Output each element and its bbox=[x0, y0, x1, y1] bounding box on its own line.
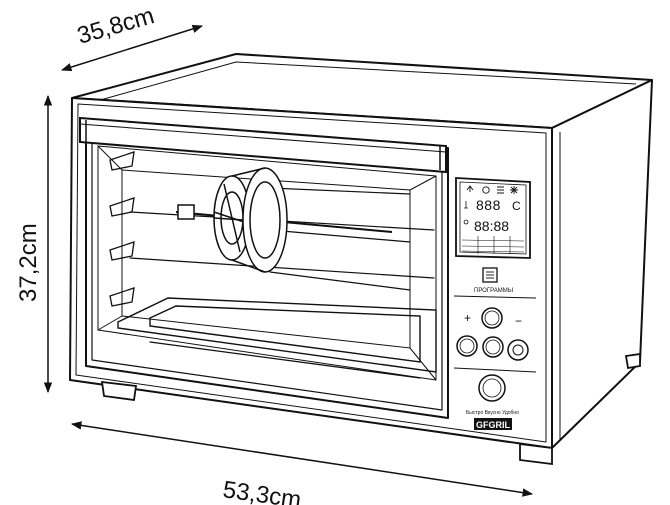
timer-icon bbox=[463, 219, 469, 225]
front-right-foot bbox=[519, 442, 553, 466]
grill-icon bbox=[497, 186, 504, 194]
display-time: 88:88 bbox=[474, 218, 509, 234]
wire-rack bbox=[129, 187, 435, 291]
brand-name: GFGRIL bbox=[476, 420, 510, 430]
program-label: ПРОГРАММЫ bbox=[474, 288, 513, 294]
mode-button[interactable] bbox=[481, 307, 503, 329]
height-dimension: 37,2cm bbox=[15, 94, 53, 394]
bottom-heating-element bbox=[149, 341, 421, 379]
clock-icon bbox=[482, 186, 490, 194]
display-temperature-unit: C bbox=[512, 199, 521, 213]
rotisserie-coupling bbox=[177, 204, 195, 220]
display-side-icons bbox=[463, 201, 469, 225]
temperature-button[interactable] bbox=[482, 336, 504, 358]
depth-dimension: 35,8cm bbox=[60, 2, 204, 72]
menu-lines-icon bbox=[486, 271, 494, 279]
plus-button[interactable]: + bbox=[464, 311, 471, 325]
baking-tray bbox=[117, 297, 437, 373]
clock-icon bbox=[512, 344, 524, 356]
brand-tagline: Быстро Вкусно Удобно bbox=[466, 410, 519, 416]
panel-divider-bottom bbox=[453, 367, 537, 373]
digital-display: 888 C 88:88 bbox=[455, 177, 531, 259]
display-mode-icons bbox=[466, 185, 518, 194]
door-handle[interactable] bbox=[79, 116, 447, 174]
display-program-rows bbox=[461, 236, 525, 254]
oven-interior bbox=[97, 145, 437, 381]
stop-cancel-button[interactable] bbox=[478, 374, 506, 402]
thermometer-icon bbox=[464, 201, 468, 209]
minus-button[interactable]: − bbox=[515, 314, 522, 328]
panel-divider-top bbox=[453, 295, 537, 299]
oven-feet bbox=[100, 352, 641, 466]
start-button[interactable] bbox=[456, 335, 478, 357]
rotisserie bbox=[175, 167, 393, 273]
display-temperature: 888 bbox=[476, 197, 501, 213]
timer-button[interactable] bbox=[507, 339, 529, 361]
width-label: 53,3cm bbox=[221, 476, 303, 505]
depth-label: 35,8cm bbox=[74, 2, 157, 50]
front-left-foot bbox=[100, 380, 138, 402]
defrost-icon bbox=[510, 186, 518, 194]
rear-right-foot bbox=[624, 352, 641, 370]
fan-icon bbox=[466, 185, 474, 192]
program-button[interactable] bbox=[482, 267, 498, 283]
control-panel: 888 C 88:88 bbox=[453, 177, 537, 430]
brand-logo: GFGRIL bbox=[474, 418, 512, 430]
height-label: 37,2cm bbox=[15, 223, 42, 302]
